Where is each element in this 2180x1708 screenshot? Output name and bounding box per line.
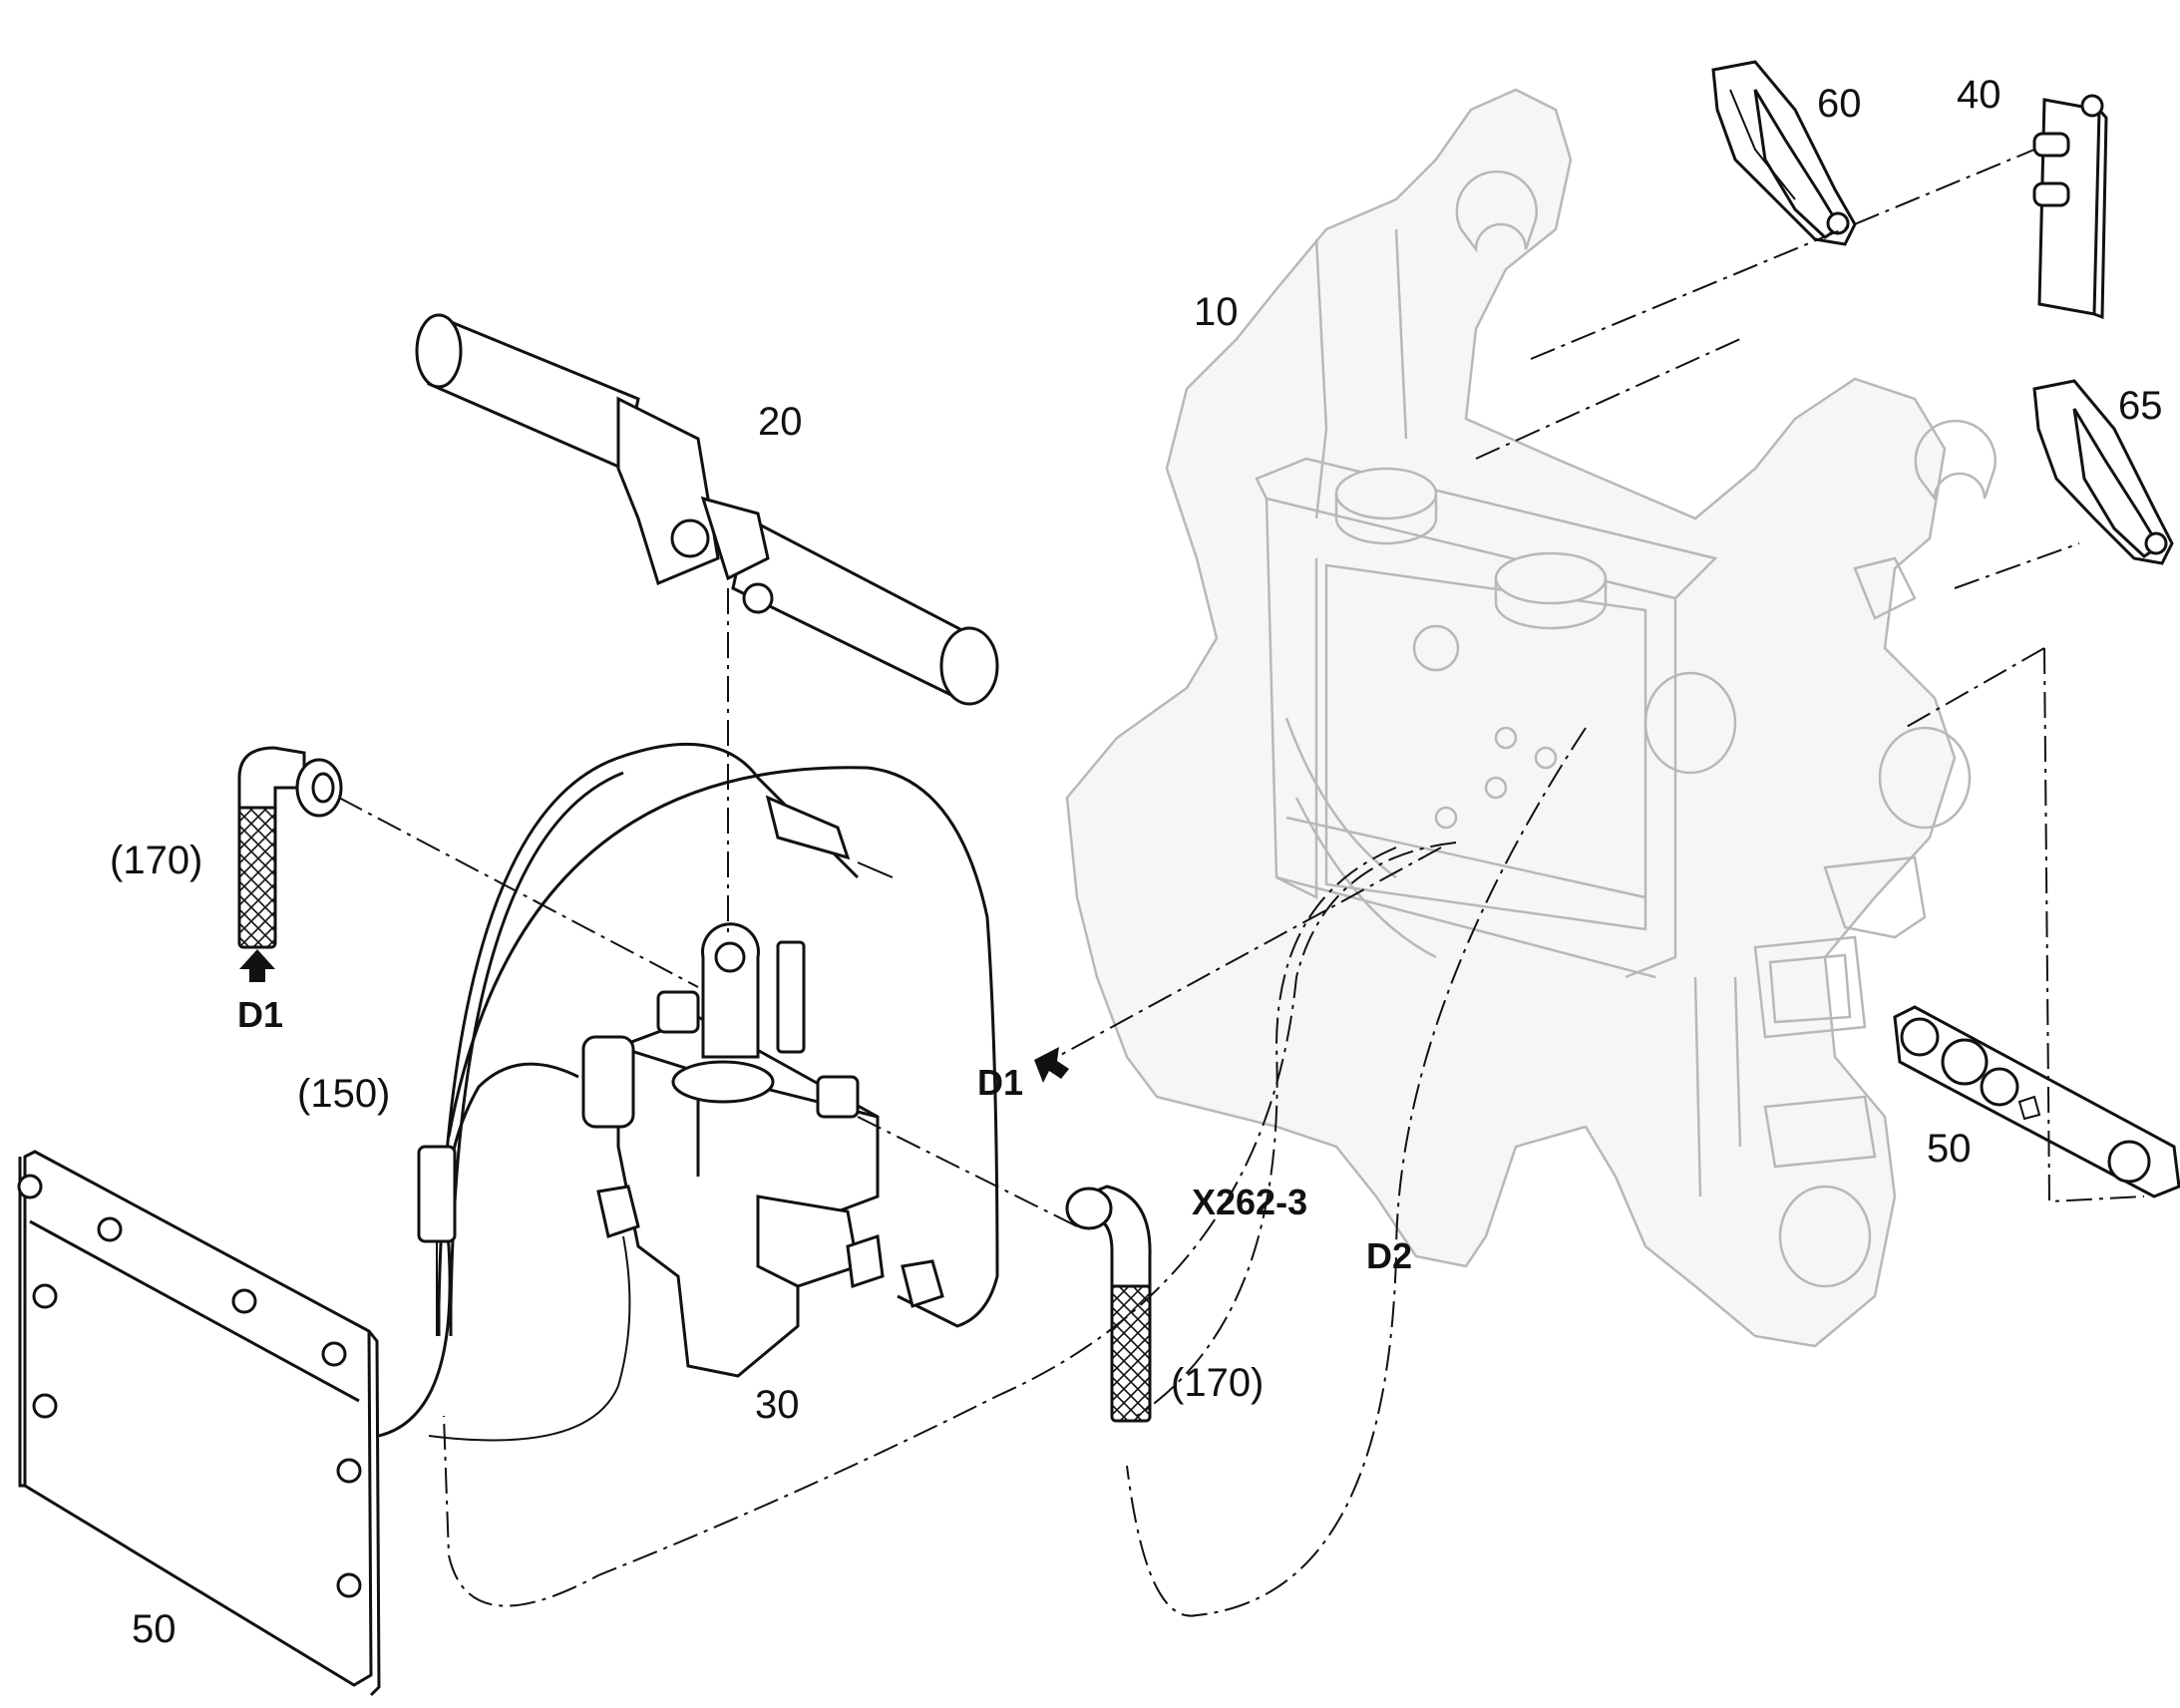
label-part-50-left: 50 [132, 1607, 177, 1651]
wiring-harness-150 [378, 742, 999, 1442]
bracket-plate-50-right [1893, 1005, 2180, 1198]
label-port-d1-mid: D1 [977, 1062, 1023, 1103]
hose-170-right [1065, 1185, 1152, 1423]
label-port-d2: D2 [1366, 1235, 1412, 1276]
label-part-40: 40 [1957, 73, 2001, 117]
label-port-d1-left: D1 [237, 994, 283, 1035]
hose-170-left [237, 746, 343, 949]
label-part-150: (150) [297, 1072, 390, 1116]
d1-mid-arrow-icon [1034, 1047, 1069, 1083]
label-part-60: 60 [1817, 82, 1862, 126]
cover-plate-50-left [17, 1150, 381, 1697]
label-part-30: 30 [755, 1383, 800, 1427]
latch-65 [2032, 379, 2174, 565]
label-part-10: 10 [1194, 290, 1239, 334]
pin-plate-40 [2032, 94, 2108, 320]
coupler-frame-10 [1065, 88, 1997, 1348]
label-part-50-right: 50 [1927, 1127, 1972, 1171]
label-part-20: 20 [758, 400, 803, 444]
label-connector-x262-3: X262-3 [1192, 1182, 1307, 1222]
d1-left-arrow-icon [239, 949, 275, 982]
latch-60 [1711, 60, 1857, 246]
label-part-170-right: (170) [1171, 1361, 1264, 1405]
cylinder-20 [415, 313, 999, 706]
centre-lines [338, 149, 2145, 1617]
label-part-65: 65 [2118, 384, 2163, 428]
label-part-170-left: (170) [110, 839, 202, 882]
valve-block-30 [581, 922, 885, 1378]
